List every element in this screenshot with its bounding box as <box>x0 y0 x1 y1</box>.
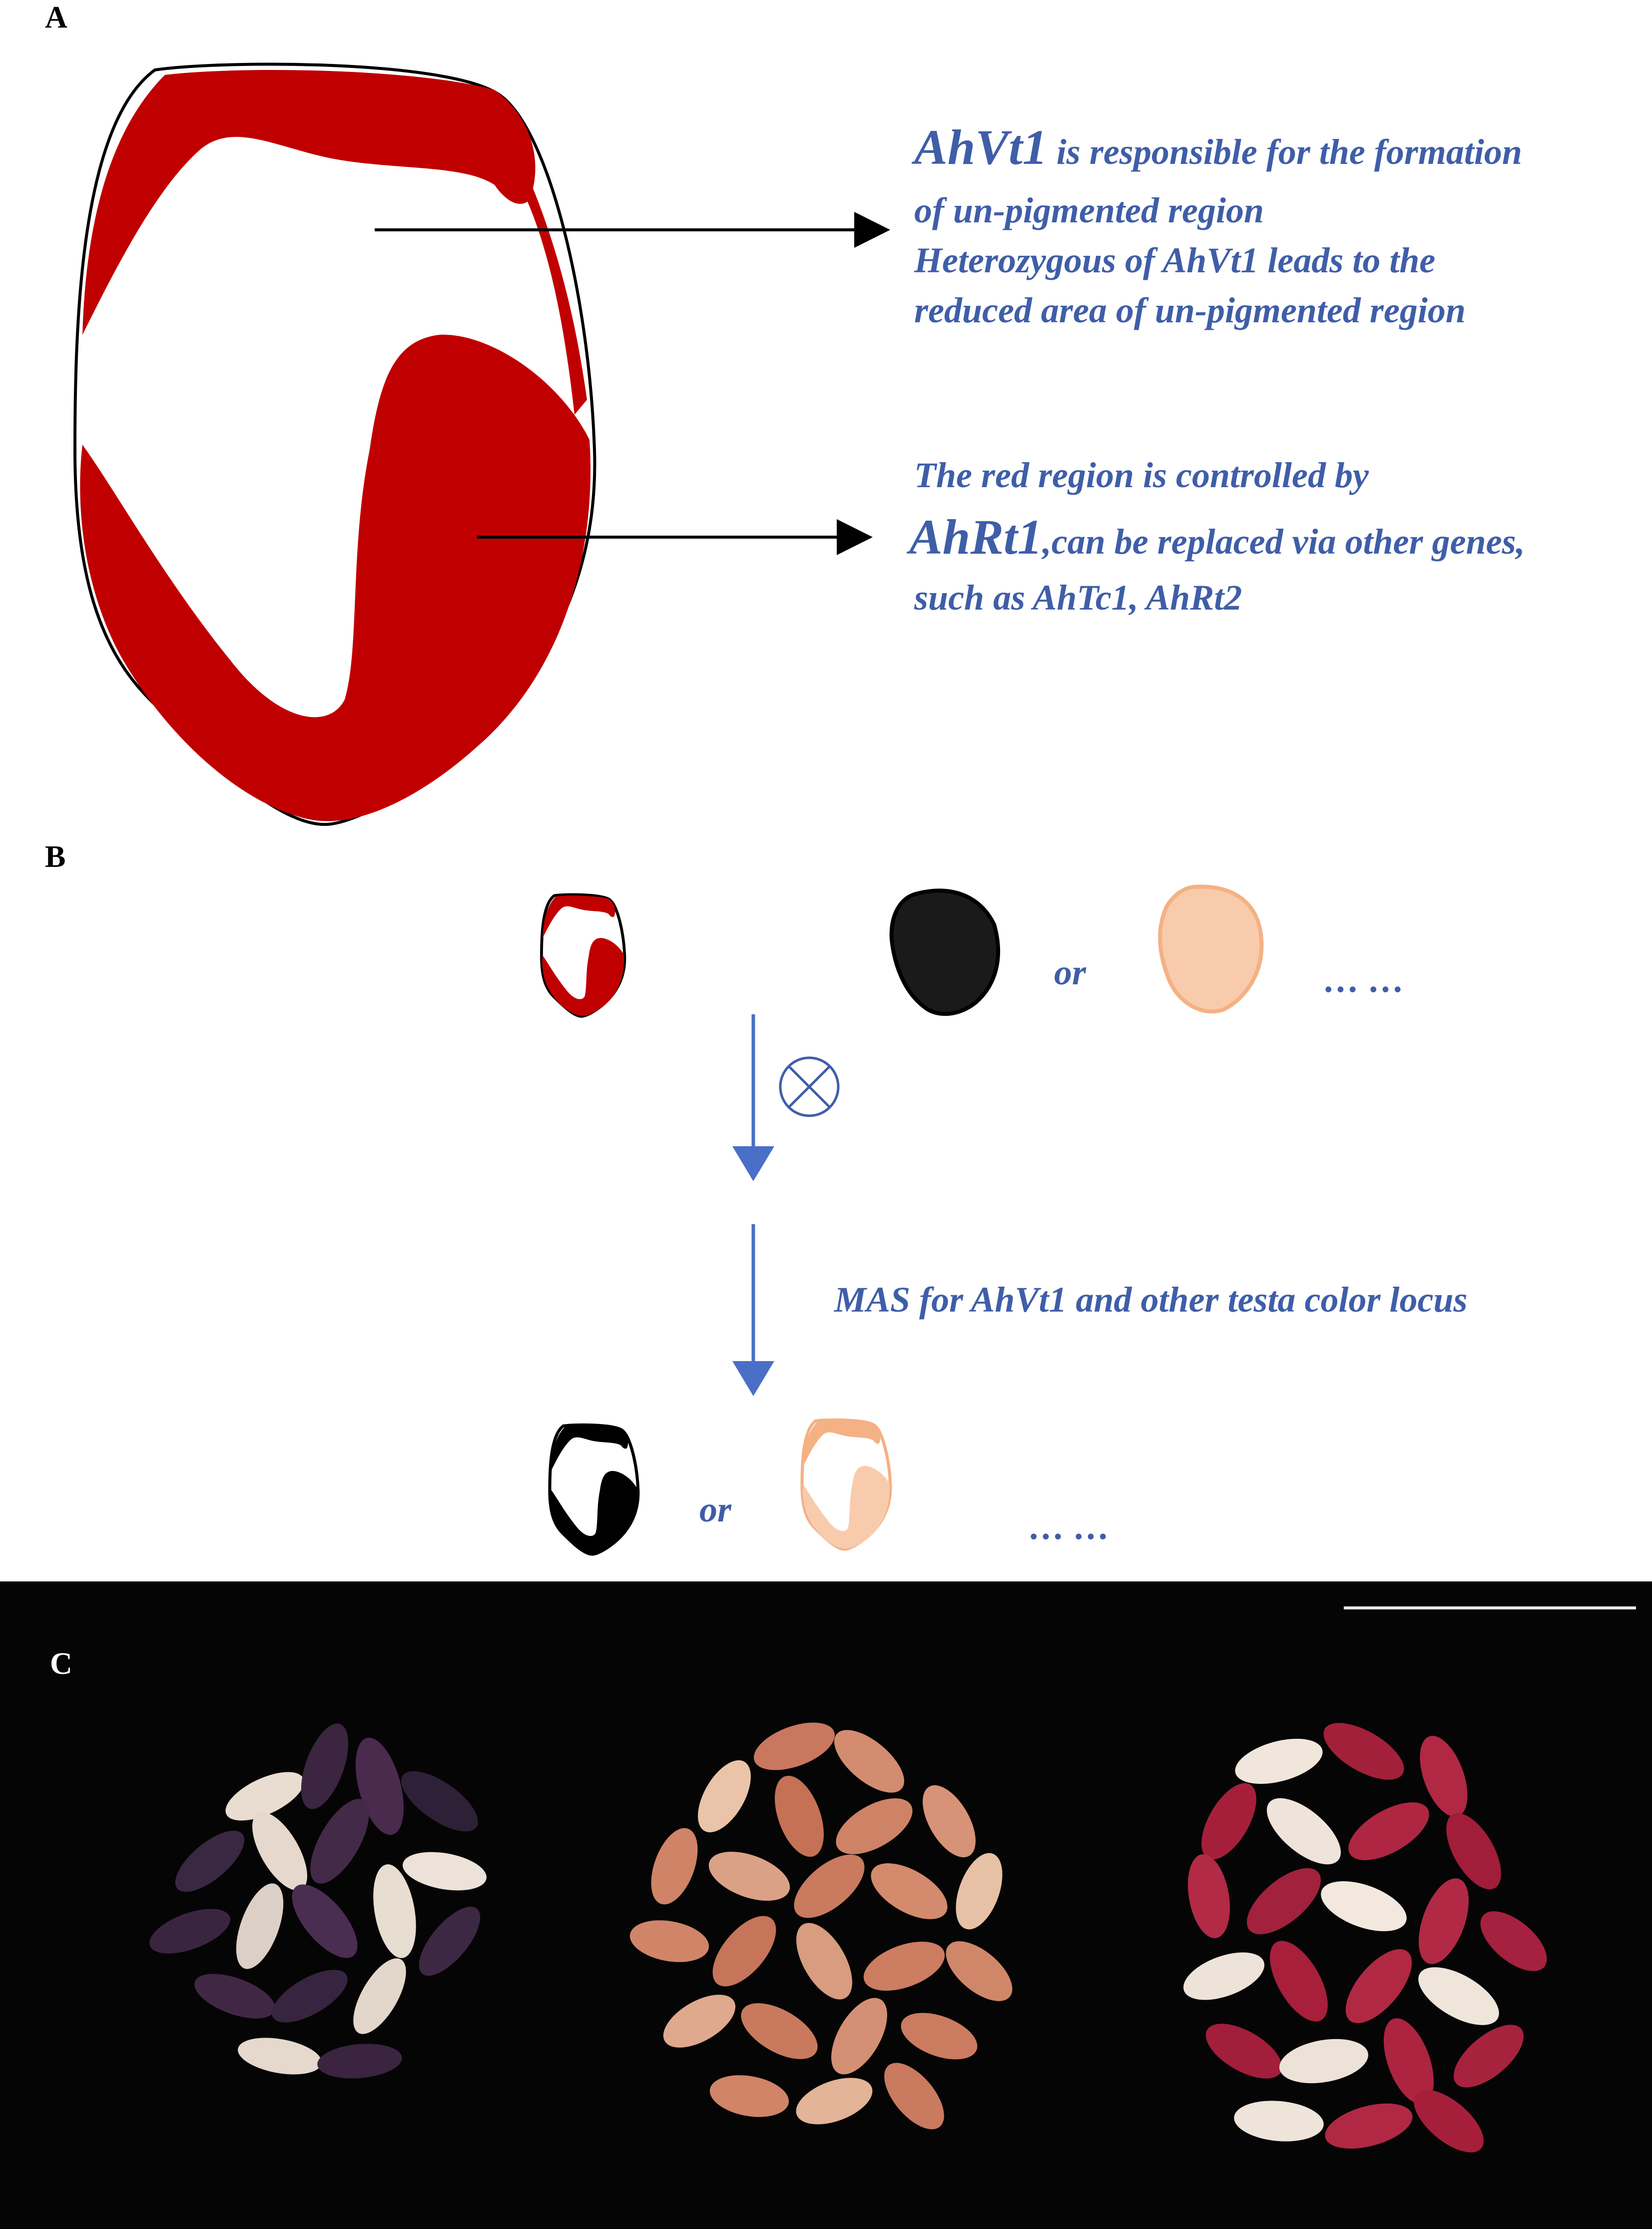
seed-cluster-tan <box>629 1722 1013 2130</box>
annotation-rt1-line2-rest: ,can be replaced via other genes, <box>1042 522 1525 562</box>
panel-label-b: B <box>45 840 66 874</box>
seed-peach <box>1158 884 1264 1014</box>
seed-black <box>889 888 1001 1016</box>
diagram-graphics <box>73 62 1264 1556</box>
red-region-top <box>82 70 536 335</box>
annotation-vt1-line2: of un-pigmented region <box>914 190 1264 230</box>
or-label-bottom: or <box>699 1489 732 1529</box>
gene-name-ahrt1: AhRt1 <box>909 509 1043 565</box>
or-label-top: or <box>1054 952 1087 992</box>
seed-clusters <box>149 1722 1547 2153</box>
mas-label: MAS for AhVt1 and other testa color locu… <box>834 1280 1468 1320</box>
panel-label-a: A <box>45 0 67 34</box>
seed-black-white-small <box>548 1423 640 1556</box>
seed-peach-white-small <box>800 1418 892 1551</box>
scale-bar <box>1344 1606 1636 1609</box>
red-region-main <box>80 334 591 821</box>
annotation-rt1-line1: The red region is controlled by <box>914 455 1369 495</box>
annotation-vt1-line4: reduced area of un-pigmented region <box>914 290 1466 330</box>
seed-diagram-a <box>73 62 596 826</box>
seed-red-white-small <box>540 893 626 1018</box>
seed-cluster-red <box>1183 1723 1547 2153</box>
red-region-rim <box>525 180 587 415</box>
gene-name-ahvt1: AhVt1 <box>914 119 1048 175</box>
annotation-rt1-line2: AhRt1,can be replaced via other genes, <box>909 512 1525 562</box>
ellipsis-bottom: … … <box>1029 1507 1110 1547</box>
panel-label-c: C <box>50 1647 72 1681</box>
ellipsis-top: … … <box>1324 960 1405 1000</box>
annotation-vt1-line1: AhVt1 is responsible for the formation <box>914 122 1522 172</box>
annotation-vt1-line1-rest: is responsible for the formation <box>1047 132 1522 172</box>
seed-cluster-purple <box>149 1723 487 2079</box>
annotation-vt1-line3: Heterozygous of AhVt1 leads to the <box>914 240 1436 280</box>
selfing-cross-symbol <box>779 1056 840 1117</box>
seed-photo: C <box>0 1581 1652 2229</box>
annotation-rt1-line3: such as AhTc1, AhRt2 <box>914 578 1242 618</box>
